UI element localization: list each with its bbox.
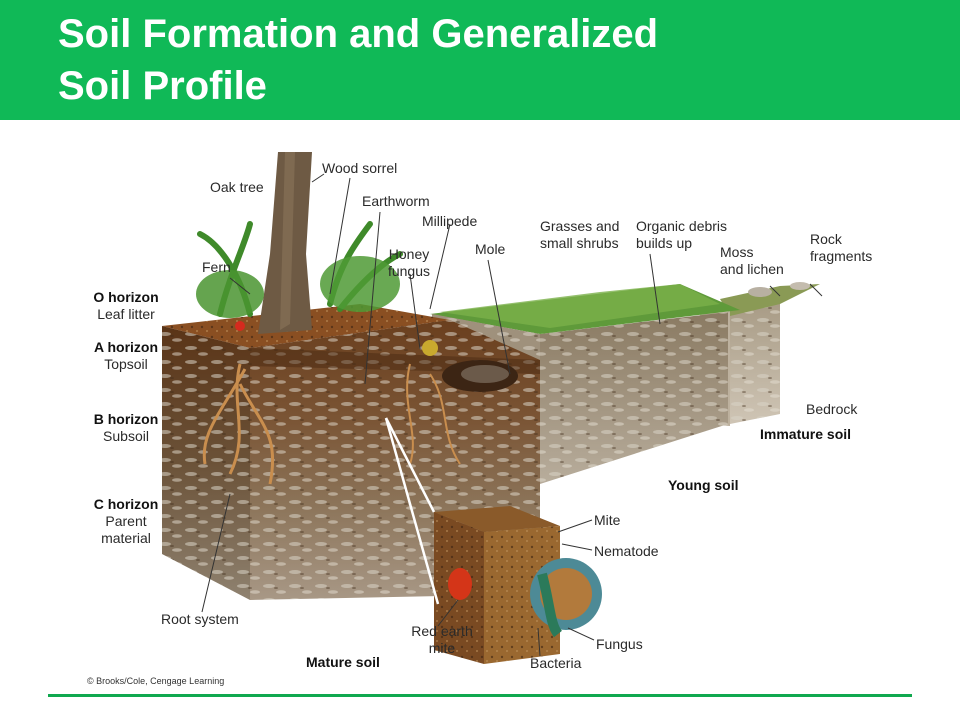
- label-line: builds up: [636, 235, 693, 251]
- label-bedrock: Bedrock: [806, 401, 858, 417]
- soil-profile-figure: O horizon Leaf litter A horizon Topsoil …: [80, 134, 880, 690]
- label-red-earth-mite: Red earth mite: [406, 623, 478, 657]
- bottom-rule: [48, 694, 912, 697]
- label-text: Young soil: [668, 477, 739, 493]
- label-line: Red earth: [411, 623, 473, 639]
- label-line: fungus: [387, 263, 431, 279]
- horizon-desc-line-1: Parent: [105, 513, 147, 529]
- label-line: Rock: [810, 231, 842, 247]
- label-bacteria: Bacteria: [530, 655, 582, 671]
- title-bar: Soil Formation and Generalized Soil Prof…: [0, 0, 960, 120]
- label-line: Grasses and: [540, 218, 620, 234]
- label-wood-sorrel: Wood sorrel: [322, 160, 398, 176]
- page-title: Soil Formation and Generalized Soil Prof…: [58, 8, 658, 112]
- horizon-desc: Leaf litter: [97, 306, 155, 322]
- title-line-2: Soil Profile: [58, 64, 267, 108]
- label-grasses: Grasses and small shrubs: [540, 218, 619, 252]
- label-line: and lichen: [720, 261, 784, 277]
- credit-text: © Brooks/Cole, Cengage Learning: [87, 676, 225, 686]
- label-line: Moss: [720, 244, 754, 260]
- label-earthworm: Earthworm: [362, 193, 430, 209]
- label-honey-fungus: Honey fungus: [384, 246, 434, 280]
- label-mature-soil: Mature soil: [306, 654, 380, 671]
- horizon-name: O horizon: [93, 289, 159, 305]
- horizon-a: A horizon Topsoil: [80, 339, 172, 373]
- horizon-desc: Topsoil: [104, 356, 148, 372]
- label-line: Organic debris: [636, 218, 728, 234]
- label-root-system: Root system: [161, 611, 239, 627]
- horizon-b: B horizon Subsoil: [80, 411, 172, 445]
- label-text: Immature soil: [760, 426, 852, 442]
- label-organic-debris: Organic debris builds up: [636, 218, 727, 252]
- label-millipede: Millipede: [422, 213, 478, 229]
- label-line: mite: [428, 640, 456, 656]
- horizon-name: C horizon: [93, 496, 159, 512]
- label-line: fragments: [810, 248, 873, 264]
- horizon-o: O horizon Leaf litter: [80, 289, 172, 323]
- label-moss-lichen: Moss and lichen: [720, 244, 784, 278]
- soil-illustration: [162, 152, 823, 664]
- label-young-soil: Young soil: [668, 477, 739, 494]
- horizon-name: B horizon: [93, 411, 159, 427]
- label-line: small shrubs: [540, 235, 619, 251]
- label-nematode: Nematode: [594, 543, 659, 559]
- label-mite: Mite: [594, 512, 621, 528]
- label-immature-soil: Immature soil: [760, 426, 851, 443]
- label-mole: Mole: [475, 241, 506, 257]
- label-fungus: Fungus: [596, 636, 643, 652]
- label-text: Mature soil: [306, 654, 380, 670]
- label-fern: Fern: [202, 259, 231, 275]
- horizon-name: A horizon: [93, 339, 159, 355]
- horizon-desc-line-2: material: [101, 530, 151, 546]
- label-line: Honey: [388, 246, 430, 262]
- horizon-c: C horizon Parent material: [80, 496, 172, 547]
- label-oak-tree: Oak tree: [210, 179, 264, 195]
- title-line-1: Soil Formation and Generalized: [58, 12, 659, 56]
- horizon-desc: Subsoil: [103, 428, 149, 444]
- label-rock-fragments: Rock fragments: [810, 231, 872, 265]
